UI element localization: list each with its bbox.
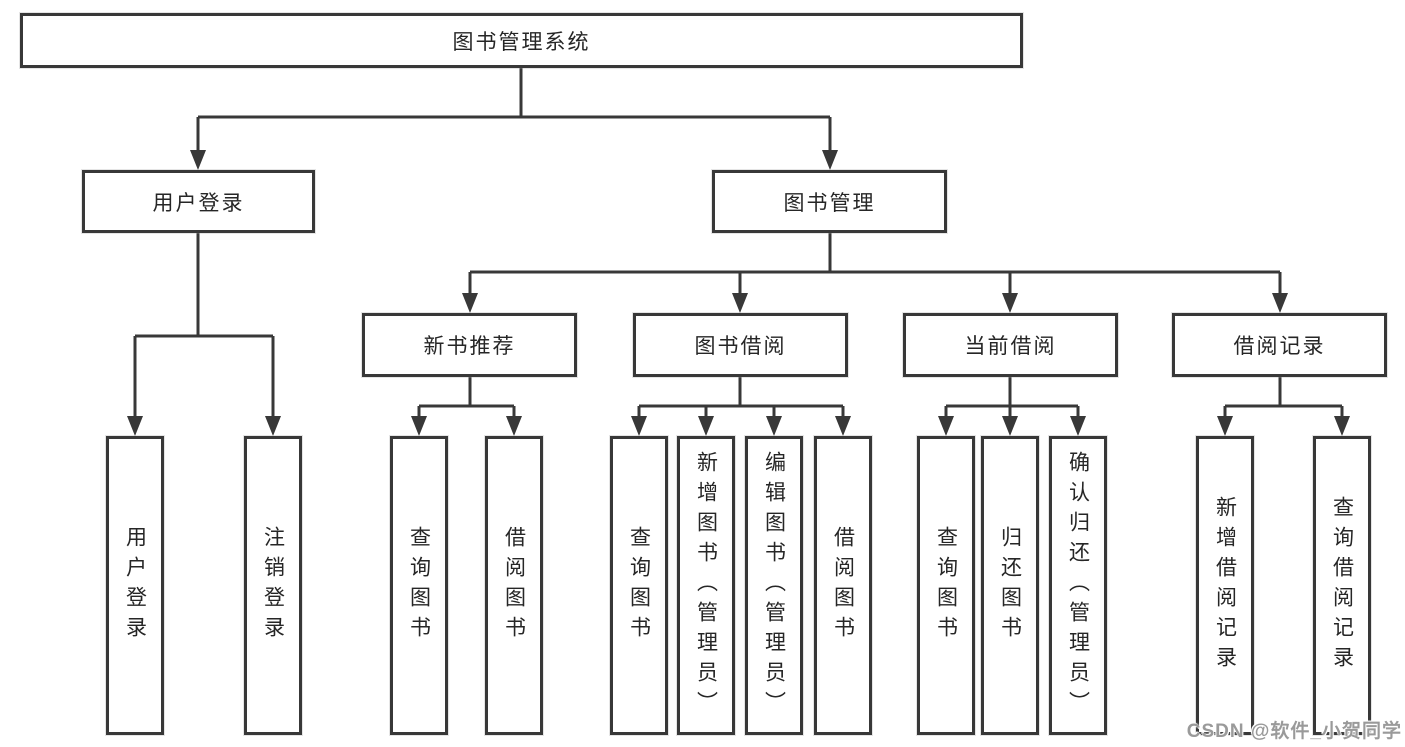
node-book-management: 图书管理 (712, 170, 947, 233)
node-label: 图书管理 (783, 191, 876, 215)
node-label: 查询图书 (407, 525, 431, 646)
node-new-book-recommend: 新书推荐 (362, 313, 577, 377)
node-leaf-add-book: 新增图书（管理员） (677, 436, 735, 735)
node-leaf-edit-book: 编辑图书（管理员） (745, 436, 803, 735)
connector-root-to-level2 (190, 68, 838, 170)
connector-book-management-to-level3 (462, 233, 1288, 313)
node-leaf-return-book: 归还图书 (981, 436, 1039, 735)
node-label: 借阅图书 (502, 525, 526, 646)
csdn-watermark: CSDN @软件_小贺同学 (1186, 721, 1402, 742)
node-leaf-borrow-books-1: 借阅图书 (485, 436, 543, 735)
node-label: 图书管理系统 (452, 30, 591, 54)
node-leaf-add-record: 新增借阅记录 (1196, 436, 1254, 735)
node-label: 查询图书 (627, 525, 651, 646)
node-leaf-logout: 注销登录 (244, 436, 302, 735)
node-leaf-query-books-1: 查询图书 (390, 436, 448, 735)
node-label: 新增借阅记录 (1213, 495, 1237, 676)
node-leaf-borrow-books-2: 借阅图书 (814, 436, 872, 735)
node-leaf-user-login: 用户登录 (106, 436, 164, 735)
node-current-borrowing: 当前借阅 (903, 313, 1118, 377)
connector-current-borrowing-to-leaves (938, 377, 1086, 436)
node-label: 借阅图书 (831, 525, 855, 646)
node-user-login: 用户登录 (82, 170, 315, 233)
node-leaf-query-books-3: 查询图书 (917, 436, 975, 735)
connector-user-login-to-leaves (127, 233, 281, 436)
node-leaf-query-books-2: 查询图书 (610, 436, 668, 735)
node-label: 用户登录 (123, 525, 147, 646)
node-label: 当前借阅 (964, 335, 1057, 358)
node-label: 编辑图书（管理员） (762, 450, 786, 721)
connector-borrowing-records-to-leaves (1217, 377, 1350, 436)
node-label: 注销登录 (261, 525, 285, 646)
node-label: 查询图书 (934, 525, 958, 646)
node-leaf-query-record: 查询借阅记录 (1313, 436, 1371, 735)
node-label: 用户登录 (152, 191, 245, 215)
node-label: 确认归还（管理员） (1066, 450, 1090, 721)
node-label: 借阅记录 (1233, 335, 1326, 358)
node-label: 归还图书 (998, 525, 1022, 646)
connector-book-borrowing-to-leaves (631, 377, 851, 436)
connector-new-book-recommend-to-leaves (411, 377, 522, 436)
node-label: 图书借阅 (694, 335, 787, 358)
node-label: 新增图书（管理员） (694, 450, 718, 721)
node-library-management-system: 图书管理系统 (20, 13, 1023, 68)
node-borrowing-records: 借阅记录 (1172, 313, 1387, 377)
node-book-borrowing: 图书借阅 (633, 313, 848, 377)
node-label: 查询借阅记录 (1330, 495, 1354, 676)
node-label: 新书推荐 (423, 335, 516, 358)
node-leaf-confirm-return: 确认归还（管理员） (1049, 436, 1107, 735)
